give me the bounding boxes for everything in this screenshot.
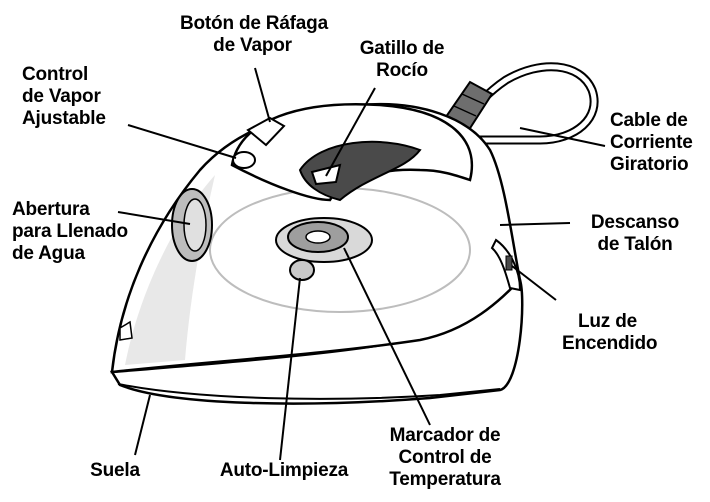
front-tip-notch [119, 320, 133, 341]
label-temperature-dial: Marcador de Control de Temperatura [389, 425, 501, 490]
steam-control-knob [232, 151, 256, 169]
label-heel-rest: Descanso de Talón [590, 212, 680, 255]
label-soleplate: Suela [90, 460, 140, 481]
power-light [505, 255, 513, 271]
label-spray-trigger: Gatillo de Rocío [359, 38, 445, 81]
water-fill-inner [183, 198, 207, 252]
steam-burst-button [246, 116, 286, 147]
leader-lines [117, 67, 606, 461]
label-steam-control: Control de Vapor Ajustable [22, 64, 106, 129]
handle-opening [298, 140, 422, 202]
temperature-dial-center [305, 230, 331, 244]
label-swivel-cord: Cable de Corriente Giratorio [610, 110, 693, 175]
label-steam-burst-button: Botón de Ráfaga de Vapor [180, 13, 328, 56]
label-water-fill-opening: Abertura para Llenado de Agua [12, 199, 128, 264]
label-self-clean: Auto-Limpieza [219, 460, 349, 481]
self-clean-button [289, 259, 315, 281]
label-power-light: Luz de Encendido [562, 311, 658, 354]
soleplate-edge [117, 383, 501, 400]
